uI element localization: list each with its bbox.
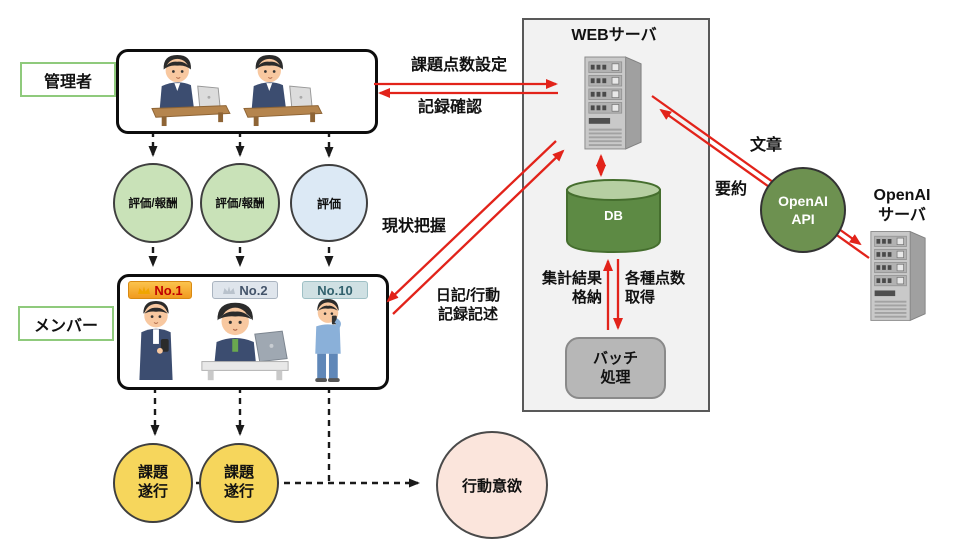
batch-process-box: バッチ 処理 [565, 337, 666, 399]
set-task-scores-label: 課題点数設定 [410, 57, 507, 74]
task-2-text: 課題 遂行 [223, 464, 254, 500]
admin-person-1-icon [151, 54, 231, 127]
eval-text: 評価 [316, 196, 341, 211]
grasp-status-label: 現状把握 [382, 218, 447, 235]
eval-reward-2-text: 評価/報酬 [215, 198, 265, 210]
store-result-label: 集計結果 格納 [541, 270, 602, 306]
member-role-label: メンバー [18, 306, 114, 341]
eval-circle: 評価 [290, 164, 368, 242]
rank-no10-text: No.10 [317, 282, 353, 298]
admin-role-label: 管理者 [20, 62, 116, 97]
member-person-1-icon [139, 300, 173, 381]
task-circle-1: 課題 遂行 [113, 443, 193, 523]
eval-reward-circle-2: 評価/報酬 [200, 163, 280, 243]
openai-api-text: OpenAI API [778, 192, 828, 227]
task-circle-2: 課題 遂行 [199, 443, 279, 523]
member-person-2-icon [201, 302, 289, 381]
web-server-title: WEBサーバ [571, 27, 657, 44]
rank-no2-text: No.2 [239, 282, 268, 298]
eval-reward-circle-1: 評価/報酬 [113, 163, 193, 243]
admin-person-2-icon [243, 54, 323, 127]
openai-server-icon [870, 230, 926, 322]
task-1-text: 課題 遂行 [137, 464, 168, 500]
batch-process-text: バッチ 処理 [592, 349, 638, 387]
motivation-text: 行動意欲 [461, 477, 522, 495]
silver-crown-icon [223, 286, 236, 294]
check-records-label: 記録確認 [417, 99, 482, 116]
gold-crown-icon [138, 286, 151, 294]
rank-badge-no2: No.2 [212, 281, 278, 299]
openai-api-circle: OpenAI API [760, 167, 846, 253]
summary-back-label: 要約 [714, 181, 747, 198]
member-person-3-icon [315, 298, 341, 383]
web-server-icon [584, 56, 642, 150]
eval-reward-1-text: 評価/報酬 [128, 198, 178, 210]
rank-badge-no1: No.1 [128, 281, 192, 299]
rank-no1-text: No.1 [154, 282, 183, 298]
rank-badge-no10: No.10 [302, 281, 368, 299]
motivation-circle: 行動意欲 [436, 431, 548, 539]
write-diary-label: 日記/行動 記録記述 [435, 287, 501, 323]
member-role-text: メンバー [33, 317, 98, 335]
admin-role-text: 管理者 [43, 73, 92, 91]
openai-server-title: OpenAI サーバ [873, 187, 931, 224]
fetch-scores-label: 各種点数 取得 [625, 270, 686, 306]
db-label: DB [604, 208, 623, 223]
text-out-label: 文章 [749, 137, 782, 154]
admin-group-box [116, 49, 378, 134]
